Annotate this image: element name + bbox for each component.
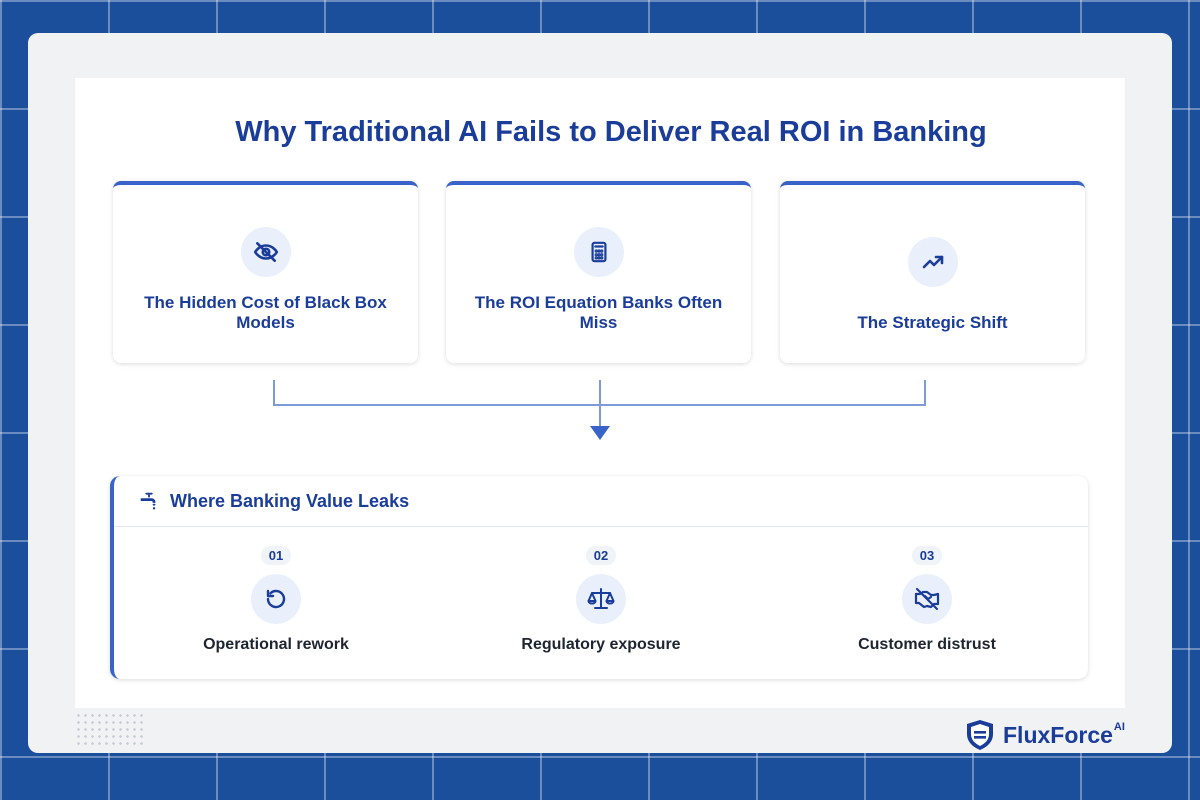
card-strategic-shift: The Strategic Shift — [780, 181, 1085, 363]
trend-up-icon — [907, 237, 958, 287]
card-title: The Hidden Cost of Black Box Models — [144, 293, 387, 332]
leak-item-customer: 03 Customer distrust — [817, 546, 1037, 654]
rotate-ccw-icon — [251, 574, 301, 624]
calculator-icon — [573, 227, 624, 277]
card-title: The Strategic Shift — [857, 313, 1008, 332]
eye-slash-icon — [240, 227, 291, 277]
card-roi-equation: The ROI Equation Banks Often Miss — [446, 181, 751, 363]
shield-logo-icon — [967, 720, 993, 750]
leak-number: 01 — [260, 546, 292, 565]
handshake-slash-icon — [902, 574, 952, 624]
leak-item-operational: 01 Operational rework — [166, 546, 386, 654]
leak-label: Operational rework — [203, 636, 349, 653]
faucet-icon — [138, 490, 160, 512]
logo-name: FluxForce — [1003, 721, 1113, 748]
dot-pattern — [75, 712, 143, 746]
leak-number: 02 — [585, 546, 617, 565]
logo-suffix: AI — [1113, 721, 1125, 733]
value-leaks-panel: Where Banking Value Leaks 01 Operational… — [110, 476, 1088, 679]
page-title: Why Traditional AI Fails to Deliver Real… — [235, 116, 987, 148]
leak-item-regulatory: 02 Regulatory exposure — [491, 546, 711, 654]
leak-number: 03 — [911, 546, 943, 565]
leak-label: Customer distrust — [858, 636, 996, 653]
scale-icon — [576, 574, 626, 624]
fluxforce-logo: FluxForce AI — [965, 719, 1125, 751]
leak-label: Regulatory exposure — [521, 636, 681, 653]
card-title: The ROI Equation Banks Often Miss — [474, 293, 723, 332]
card-hidden-cost: The Hidden Cost of Black Box Models — [113, 181, 418, 363]
value-leaks-header: Where Banking Value Leaks — [114, 476, 1088, 527]
down-arrow-icon — [590, 426, 610, 440]
value-leaks-title: Where Banking Value Leaks — [170, 490, 410, 511]
